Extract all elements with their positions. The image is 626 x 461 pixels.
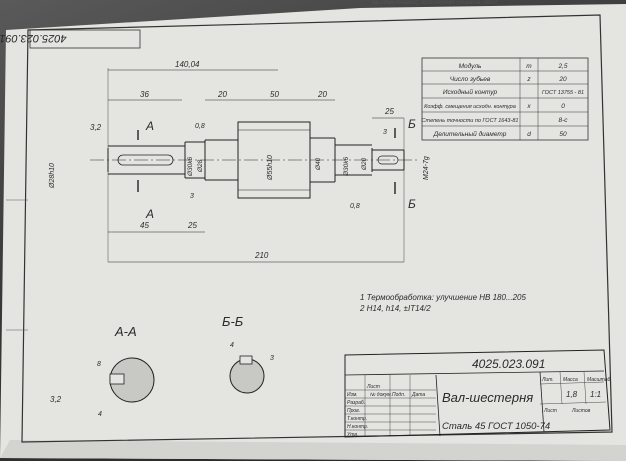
drawing-frame: [21, 14, 613, 443]
col-dokum: № докум.: [370, 392, 392, 398]
col-izm: Лист: [366, 384, 380, 390]
dim-thread: М24-7g: [423, 156, 430, 180]
row-utv: Утв.: [347, 432, 358, 438]
dim-d28b: Ø28: [197, 159, 204, 173]
row-razrab: Разраб.: [347, 400, 365, 406]
gear-parameters-table: Модуль m 2,5 Число зубьев z 20 Исходный …: [422, 57, 589, 141]
row-prov: Пров.: [347, 408, 360, 414]
section-a-rough: 3,2: [50, 395, 62, 404]
right-keyway: [377, 155, 399, 165]
row-nkontr: Н.контр.: [347, 424, 368, 430]
tb-mass-val: 1,8: [566, 390, 578, 399]
section-b-label: Б-Б: [222, 314, 244, 329]
dim-3-right: 3: [383, 129, 387, 136]
tb-scale-val: 1:1: [590, 390, 601, 399]
tb-sheets: Листов: [571, 408, 591, 414]
dimension-labels: 140,04 36 20 50 20 25 3 3 45 25 210 3,2 …: [49, 60, 430, 260]
gear-row-param: Модуль: [459, 62, 482, 70]
paper: [0, 4, 626, 461]
dim-d40: Ø40: [315, 157, 322, 171]
gear-row-param: Степень точности по ГОСТ 1643-81: [422, 118, 519, 124]
title-block: 4025.023.091 Вал-шестерня Сталь 45 ГОСТ …: [344, 349, 611, 438]
dim-50: 50: [270, 90, 279, 99]
dim-20a: 20: [217, 90, 227, 99]
row-tkontr: Т.контр.: [347, 416, 367, 422]
row-izm: Изм.: [347, 392, 358, 398]
dim-36: 36: [140, 90, 149, 99]
gear-row-value: ГОСТ 13755 - 81: [542, 90, 584, 96]
title-block-number: 4025.023.091: [472, 357, 545, 371]
section-b-keyslot: [239, 355, 253, 365]
rotated-drawing-number: 4025.023.091: [0, 32, 67, 44]
dim-d28: Ø28h10: [49, 163, 56, 189]
note-1: 1 Термообработка: улучшение НВ 180...205: [360, 293, 527, 302]
dim-45: 45: [140, 221, 149, 230]
dim-rough-32: 3,2: [90, 123, 102, 132]
section-a-keyslot: [109, 373, 125, 385]
gear-row-value: 8-с: [558, 117, 568, 124]
gear-row-symbol: d: [527, 131, 531, 138]
dim-20b: 20: [317, 90, 327, 99]
section-b-dim-3: 3: [270, 355, 274, 362]
tb-sheet: Лист: [543, 408, 557, 414]
section-mark-a-bottom: А: [145, 207, 154, 221]
dim-25: 25: [187, 221, 197, 230]
col-podp: Подп.: [392, 392, 405, 398]
section-a-dim-4: 4: [98, 411, 102, 418]
section-mark-b-bottom: Б: [408, 197, 416, 211]
gear-row-param: Исходный контур: [443, 88, 498, 96]
title-block-material: Сталь 45 ГОСТ 1050-74: [442, 421, 550, 432]
note-2: 2 Н14, h14, ±IT14/2: [359, 304, 431, 313]
dim-d30: Ø30k6: [187, 156, 194, 177]
gear-row-value: 20: [558, 76, 567, 83]
dim-chamfer-08b: 0,8: [350, 203, 360, 210]
keyway: [117, 154, 174, 166]
section-b-dim-4: 4: [230, 342, 234, 349]
section-mark-a-top: А: [145, 119, 154, 133]
dim-d20: Ø20: [361, 157, 368, 171]
gear-row-symbol: m: [526, 63, 532, 70]
section-mark-b-top: Б: [408, 117, 416, 131]
section-views: А-А 8 4 3,2 Б-Б 4 3: [50, 314, 274, 418]
dim-25-right: 25: [384, 107, 394, 116]
top-edge-text: на один станок), количество станков, обс…: [372, 0, 497, 6]
tb-scale: Масштаб: [587, 377, 611, 383]
tb-lit: Лит.: [541, 377, 554, 383]
gear-row-value: 2,5: [557, 63, 567, 70]
gear-row-value: 0: [561, 103, 565, 110]
dim-overall-upper: 140,04: [175, 60, 200, 69]
gear-row-param: Делительный диаметр: [433, 130, 507, 138]
shaft-view: [90, 68, 420, 263]
dim-210: 210: [254, 251, 269, 260]
gear-row-symbol: x: [526, 103, 531, 110]
gear-row-param: Коэфф. смещения исходн. контура: [424, 104, 516, 110]
dim-d30b: Ø30k6: [343, 156, 350, 177]
col-data: Дата: [411, 392, 425, 398]
gear-row-param: Число зубьев: [450, 75, 491, 83]
section-a-label: А-А: [114, 324, 137, 339]
dim-d55: Ø55h10: [267, 155, 274, 181]
gear-row-value: 50: [559, 131, 567, 138]
gear-section: [237, 121, 311, 199]
tb-mass: Масса: [563, 377, 578, 383]
section-a-dim-8: 8: [97, 361, 101, 368]
gear-row-symbol: z: [526, 76, 531, 83]
title-block-title: Вал-шестерня: [442, 390, 533, 405]
dim-chamfer-08a: 0,8: [195, 123, 205, 130]
paper-shadow: [0, 440, 626, 461]
rotated-number-box: [29, 29, 141, 49]
dim-3-left: 3: [190, 193, 194, 200]
